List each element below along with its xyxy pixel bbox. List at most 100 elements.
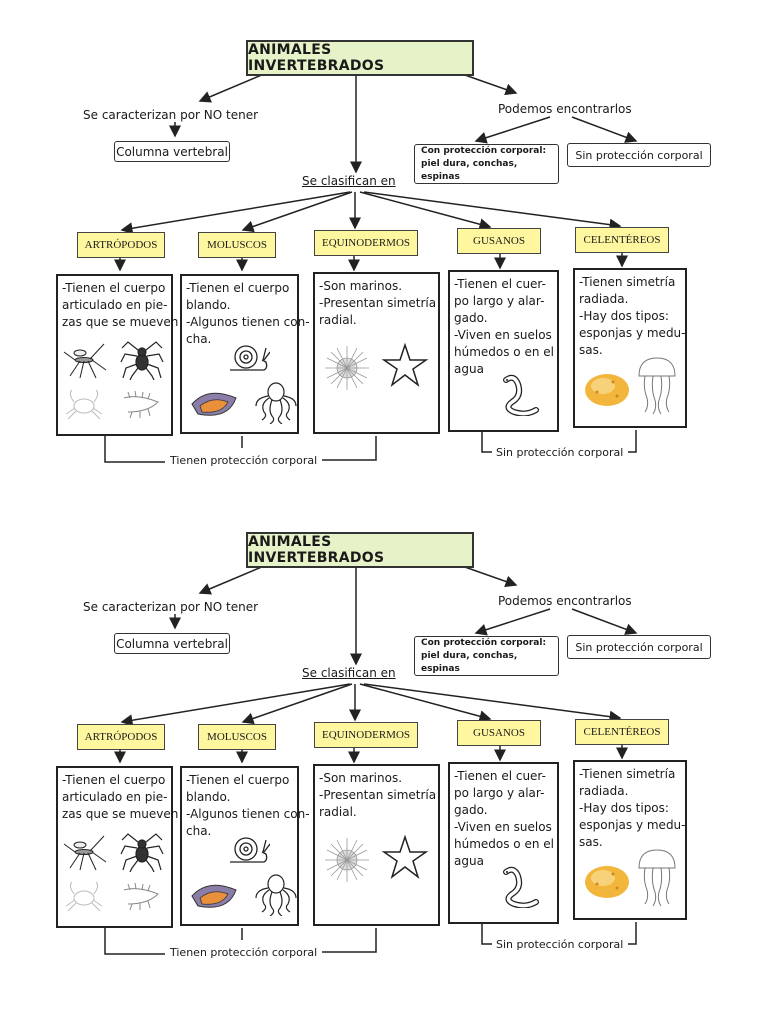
worm-icon bbox=[503, 374, 539, 416]
sea-urchin-icon bbox=[325, 838, 369, 882]
group-label-gusanos: GUSANOS bbox=[457, 720, 541, 746]
centipede-icon bbox=[123, 882, 159, 911]
card-line: -Presentan simetría bbox=[319, 296, 437, 310]
card-line: -Tienen el cuerpo bbox=[186, 773, 290, 787]
mosquito-icon bbox=[63, 835, 107, 871]
card-line: gado. bbox=[454, 803, 488, 817]
crab-icon bbox=[65, 389, 103, 420]
card-line: -Tienen simetría bbox=[579, 275, 676, 289]
characteristic-label: Se caracterizan por NO tener bbox=[83, 108, 259, 122]
bracket-label-unprotected: Sin protección corporal bbox=[496, 938, 624, 951]
card-line: esponjas y medu- bbox=[579, 326, 686, 340]
card-equinodermos: -Son marinos. -Presentan simetría radial… bbox=[313, 764, 440, 926]
card-celentereos: -Tienen simetría radiada. -Hay dos tipos… bbox=[573, 760, 687, 920]
spine-box: Columna vertebral bbox=[114, 633, 230, 654]
card-line: radiada. bbox=[579, 784, 629, 798]
worm-icon bbox=[503, 866, 539, 908]
characteristic-label: Se caracterizan por NO tener bbox=[83, 600, 259, 614]
card-artropodos: -Tienen el cuerpo articulado en pie- zas… bbox=[56, 274, 179, 436]
card-line: -Viven en suelos bbox=[454, 820, 552, 834]
card-line: -Algunos tienen con- bbox=[186, 315, 310, 329]
snail-icon bbox=[230, 345, 270, 371]
card-line: -Tienen el cuerpo bbox=[62, 281, 166, 295]
mosquito-icon bbox=[63, 343, 107, 379]
snail-icon bbox=[230, 837, 270, 863]
classify-label: Se clasifican en bbox=[302, 174, 396, 188]
card-line: esponjas y medu- bbox=[579, 818, 686, 832]
starfish-icon bbox=[381, 834, 429, 880]
card-line: sas. bbox=[579, 835, 603, 849]
card-line: sas. bbox=[579, 343, 603, 357]
jellyfish-icon bbox=[638, 849, 676, 906]
card-line: radiada. bbox=[579, 292, 629, 306]
without-protection-box: Sin protección corporal bbox=[567, 635, 711, 659]
main-title: ANIMALES INVERTEBRADOS bbox=[246, 532, 474, 568]
group-label-celentereos: CELENTÉREOS bbox=[575, 227, 669, 253]
classify-label: Se clasifican en bbox=[302, 666, 396, 680]
card-line: -Presentan simetría bbox=[319, 788, 437, 802]
connector-lines bbox=[104, 73, 638, 463]
with-protection-box: Con protección corporal: piel dura, conc… bbox=[414, 636, 559, 676]
bracket-label-protected: Tienen protección corporal bbox=[170, 946, 318, 959]
card-line: -Tienen simetría bbox=[579, 767, 676, 781]
card-line: -Son marinos. bbox=[319, 771, 403, 785]
card-line: agua bbox=[454, 854, 484, 868]
starfish-icon bbox=[381, 342, 429, 388]
sponge-icon bbox=[585, 374, 629, 406]
card-gusanos: -Tienen el cuer- po largo y alar- gado. … bbox=[448, 270, 559, 432]
card-line: -Tienen el cuerpo bbox=[62, 773, 166, 787]
group-label-equinodermos: EQUINODERMOS bbox=[314, 722, 418, 748]
mussel-icon bbox=[191, 884, 237, 908]
habitat-label: Podemos encontrarlos bbox=[498, 102, 632, 116]
crab-icon bbox=[65, 881, 103, 912]
group-label-artropodos: ARTRÓPODOS bbox=[77, 724, 165, 750]
card-moluscos: -Tienen el cuerpo blando. -Algunos tiene… bbox=[180, 274, 310, 434]
card-line: articulado en pie- bbox=[62, 298, 168, 312]
card-line: zas que se mueven bbox=[62, 807, 179, 821]
centipede-icon bbox=[123, 390, 159, 419]
card-line: agua bbox=[454, 362, 484, 376]
card-line: húmedos o en el bbox=[454, 837, 554, 851]
card-line: -Algunos tienen con- bbox=[186, 807, 310, 821]
sea-urchin-icon bbox=[325, 346, 369, 390]
with-protection-box: Con protección corporal: piel dura, conc… bbox=[414, 144, 559, 184]
card-line: -Viven en suelos bbox=[454, 328, 552, 342]
card-line: blando. bbox=[186, 298, 231, 312]
concept-map-copy-2: ANIMALES INVERTEBRADOS Se caracterizan p… bbox=[0, 492, 768, 962]
card-line: po largo y alar- bbox=[454, 786, 545, 800]
card-line: -Hay dos tipos: bbox=[579, 309, 669, 323]
group-label-gusanos: GUSANOS bbox=[457, 228, 541, 254]
card-line: zas que se mueven bbox=[62, 315, 179, 329]
card-line: cha. bbox=[186, 332, 212, 346]
group-label-moluscos: MOLUSCOS bbox=[198, 232, 276, 258]
octopus-icon bbox=[255, 874, 297, 916]
group-label-moluscos: MOLUSCOS bbox=[198, 724, 276, 750]
sponge-icon bbox=[585, 866, 629, 898]
mussel-icon bbox=[191, 392, 237, 416]
card-line: cha. bbox=[186, 824, 212, 838]
card-line: -Tienen el cuer- bbox=[454, 277, 546, 291]
spider-icon bbox=[120, 833, 164, 872]
group-label-artropodos: ARTRÓPODOS bbox=[77, 232, 165, 258]
card-line: blando. bbox=[186, 790, 231, 804]
bracket-label-protected: Tienen protección corporal bbox=[170, 454, 318, 467]
group-label-celentereos: CELENTÉREOS bbox=[575, 719, 669, 745]
octopus-icon bbox=[255, 382, 297, 424]
card-artropodos: -Tienen el cuerpo articulado en pie- zas… bbox=[56, 766, 179, 928]
group-label-equinodermos: EQUINODERMOS bbox=[314, 230, 418, 256]
spider-icon bbox=[120, 341, 164, 380]
card-line: -Tienen el cuerpo bbox=[186, 281, 290, 295]
habitat-label: Podemos encontrarlos bbox=[498, 594, 632, 608]
card-line: -Tienen el cuer- bbox=[454, 769, 546, 783]
card-line: -Son marinos. bbox=[319, 279, 403, 293]
concept-map-copy-1: ANIMALES INVERTEBRADOS Se caracterizan p… bbox=[0, 0, 768, 470]
card-gusanos: -Tienen el cuer- po largo y alar- gado. … bbox=[448, 762, 559, 924]
card-equinodermos: -Son marinos. -Presentan simetría radial… bbox=[313, 272, 440, 434]
main-title: ANIMALES INVERTEBRADOS bbox=[246, 40, 474, 76]
card-line: articulado en pie- bbox=[62, 790, 168, 804]
card-line: -Hay dos tipos: bbox=[579, 801, 669, 815]
connector-lines bbox=[104, 565, 638, 955]
card-line: húmedos o en el bbox=[454, 345, 554, 359]
bracket-label-unprotected: Sin protección corporal bbox=[496, 446, 624, 459]
jellyfish-icon bbox=[638, 357, 676, 414]
